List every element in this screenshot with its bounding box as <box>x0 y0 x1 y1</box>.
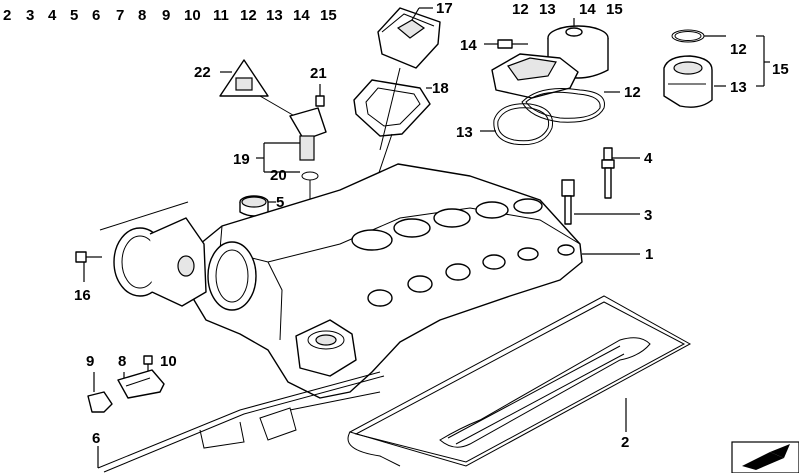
callout-1: 1 <box>645 246 653 263</box>
top-label-6: 6 <box>92 7 100 24</box>
top-label-2: 2 <box>3 7 11 24</box>
callout-22: 22 <box>194 64 211 81</box>
top-label-15: 15 <box>320 7 337 24</box>
top-label-9: 9 <box>162 7 170 24</box>
callout-13-seal: 13 <box>456 124 473 141</box>
callout-2: 2 <box>621 434 629 451</box>
callout-15-top: 15 <box>606 1 623 18</box>
callout-18: 18 <box>432 80 449 97</box>
part-2-gaskets: 2 <box>347 295 692 467</box>
part-3-4-screws: 4 3 <box>561 147 653 225</box>
part-5-plug: 5 <box>239 194 284 217</box>
callout-17: 17 <box>436 0 453 17</box>
top-label-8: 8 <box>138 7 146 24</box>
callout-14-bolt: 14 <box>460 37 477 54</box>
callout-13-top: 13 <box>539 1 556 18</box>
callout-14-top: 14 <box>579 1 596 18</box>
callout-5: 5 <box>276 194 284 211</box>
callout-8: 8 <box>118 353 126 370</box>
callout-16: 16 <box>74 287 91 304</box>
part-16-throttle-flange: 16 <box>74 201 207 307</box>
arrow-logo-icon <box>731 441 799 473</box>
callout-12-top: 12 <box>512 1 529 18</box>
part-6-gasket: 6 <box>92 371 385 473</box>
top-number-row: 2 3 4 5 6 7 8 9 10 11 12 13 14 15 <box>3 7 337 24</box>
top-label-7: 7 <box>116 7 124 24</box>
part-22-warning-label: 22 <box>194 59 299 119</box>
top-label-3: 3 <box>26 7 34 24</box>
top-label-11: 11 <box>213 7 229 24</box>
callout-20: 20 <box>270 167 287 184</box>
top-label-5: 5 <box>70 7 78 24</box>
callout-21: 21 <box>310 65 327 82</box>
top-label-12: 12 <box>240 7 257 24</box>
top-label-14: 14 <box>293 7 310 24</box>
top-label-10: 10 <box>184 7 201 24</box>
callout-15-right: 15 <box>772 61 789 78</box>
callout-12-right: 12 <box>730 41 747 58</box>
callout-9: 9 <box>86 353 94 370</box>
part-12-13-right-valve: 12 15 13 <box>663 29 789 108</box>
callout-6: 6 <box>92 430 100 447</box>
part-18-cap-gasket: 18 <box>325 67 449 331</box>
part-1-cylinder-head-cover: 1 <box>193 163 653 399</box>
part-12-15-regulator-assembly: 12 13 14 15 14 12 13 <box>456 1 641 146</box>
part-19-21-sensor: 21 19 20 <box>233 65 327 282</box>
part-8-9-10-brackets: 9 8 10 <box>86 353 177 413</box>
top-label-13: 13 <box>266 7 283 24</box>
callout-13-right: 13 <box>730 79 747 96</box>
callout-10: 10 <box>160 353 177 370</box>
callout-3: 3 <box>644 207 652 224</box>
callout-4: 4 <box>644 150 653 167</box>
part-17-oil-cap: 17 <box>377 0 453 69</box>
callout-19: 19 <box>233 151 250 168</box>
top-label-4: 4 <box>48 7 57 24</box>
callout-12-gasket: 12 <box>624 84 641 101</box>
